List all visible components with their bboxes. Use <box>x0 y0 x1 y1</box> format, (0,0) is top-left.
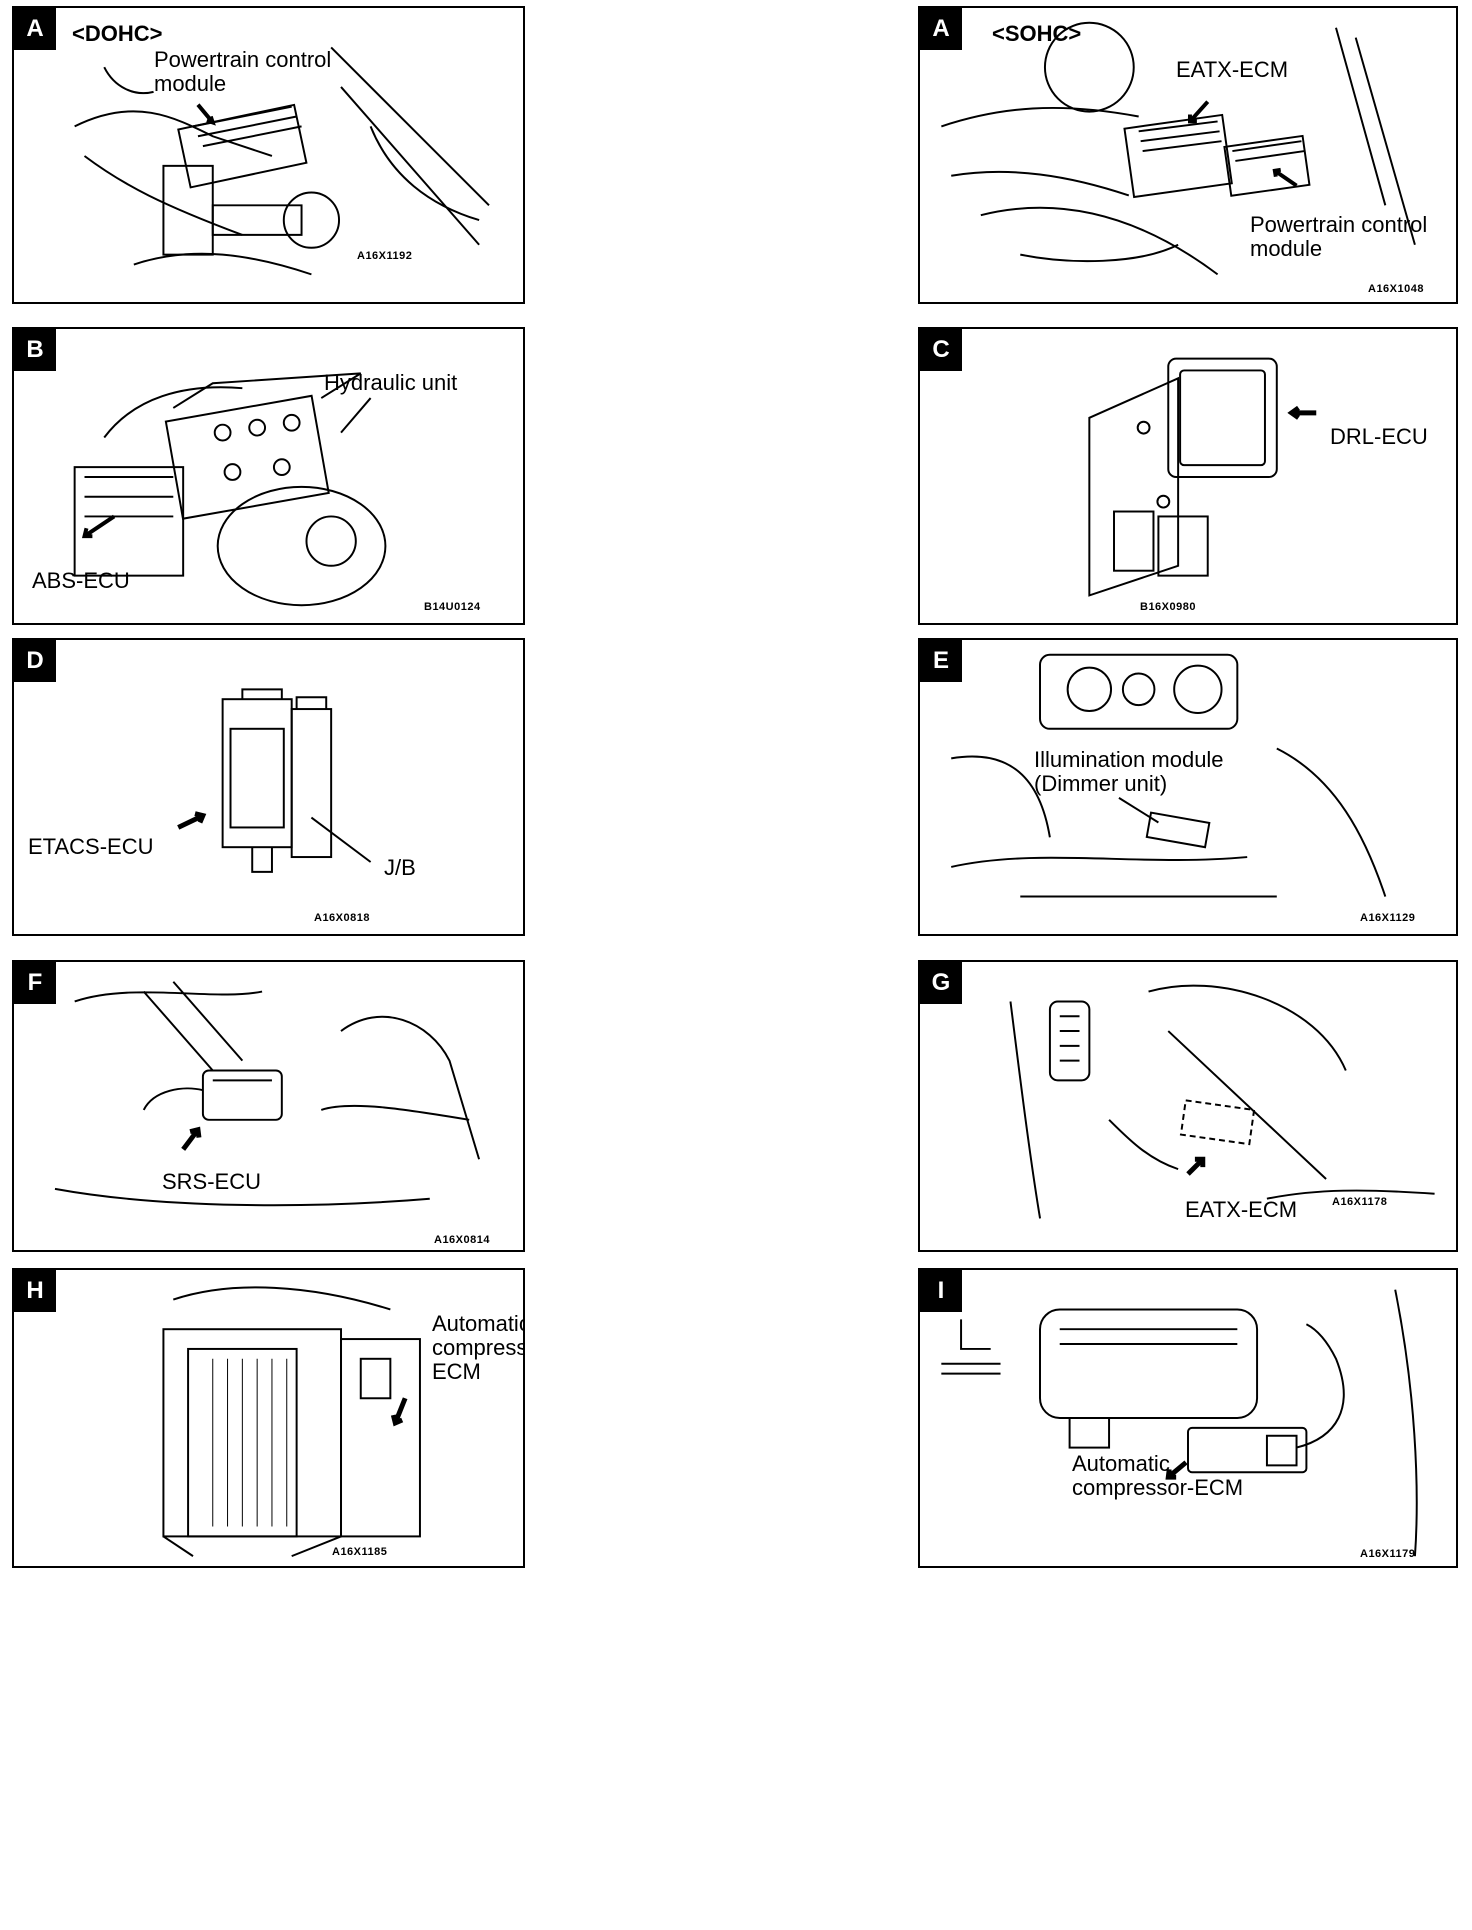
panel-g: G EATX-ECM A16X1178 <box>918 960 1458 1252</box>
panel-letter: F <box>14 962 56 1004</box>
engine-bay-illustration <box>74 46 490 276</box>
figure-code: A16X1185 <box>332 1546 388 1558</box>
component-label: Automatic compressor- ECM <box>432 1311 525 1384</box>
panel-letter: A <box>920 8 962 50</box>
component-label: ETACS-ECU <box>28 834 154 859</box>
panel-h: H Automatic compressor- ECM A16X1185 <box>12 1268 525 1568</box>
figure-code: A16X1192 <box>357 250 413 262</box>
etacs-ecu-illustration <box>177 688 372 873</box>
srs-ecu-illustration <box>54 981 481 1207</box>
hydraulic-unit-label: Hydraulic unit <box>324 370 458 395</box>
panel-letter: A <box>14 8 56 50</box>
figure-code: A16X1048 <box>1368 283 1424 295</box>
component-label: Powertrain control module <box>1250 212 1428 261</box>
component-label: SRS-ECU <box>162 1169 262 1194</box>
panel-letter: G <box>920 962 962 1004</box>
variant-label: <SOHC> <box>992 21 1082 46</box>
figure-code: B14U0124 <box>424 601 481 613</box>
panel-c: C DRL-ECU B16X0980 <box>918 327 1458 625</box>
engine-bay-illustration <box>941 21 1416 276</box>
component-label: Powertrain control module <box>154 47 332 96</box>
component-label: Automatic compressor-ECM <box>1072 1451 1244 1500</box>
panel-a-dohc: A <DOHC> Powertrain control module A16X1… <box>12 6 525 304</box>
illumination-module-illustration <box>951 653 1387 898</box>
drl-ecu-illustration <box>1088 357 1317 597</box>
panel-letter: B <box>14 329 56 371</box>
panel-e: E Illumination module (Dimmer unit) A16X… <box>918 638 1458 936</box>
figure-code: A16X0818 <box>314 912 370 924</box>
panel-letter: D <box>14 640 56 682</box>
variant-label: <DOHC> <box>72 21 163 46</box>
figure-code: A16X1179 <box>1360 1548 1416 1560</box>
component-label: DRL-ECU <box>1330 424 1428 449</box>
panel-b: B Hydraulic unit ABS-ECU B14U0124 <box>12 327 525 625</box>
component-label: ABS-ECU <box>32 568 130 593</box>
panel-d: D ETACS-ECU J/B A16X0818 <box>12 638 525 936</box>
automatic-compressor-ecm-illustration <box>941 1289 1418 1557</box>
eatx-ecm-illustration <box>1009 984 1435 1219</box>
junction-block-label: J/B <box>384 855 416 880</box>
eatx-ecm-label: EATX-ECM <box>1176 57 1289 82</box>
panel-i: I Automatic compressor-ECM A16X1179 <box>918 1268 1458 1568</box>
panel-letter: H <box>14 1270 56 1312</box>
component-label: Illumination module (Dimmer unit) <box>1034 747 1224 796</box>
panel-letter: C <box>920 329 962 371</box>
figure-code: B16X0980 <box>1140 601 1196 613</box>
panel-letter: I <box>920 1270 962 1312</box>
abs-hydraulic-unit-illustration <box>73 372 387 607</box>
panel-a-sohc: A <SOHC> EATX-ECM Powertrain control mod… <box>918 6 1458 304</box>
figure-code: A16X1129 <box>1360 912 1416 924</box>
panel-f: F SRS-ECU A16X0814 <box>12 960 525 1252</box>
figure-code: A16X1178 <box>1332 1196 1388 1208</box>
figure-code: A16X0814 <box>434 1234 490 1246</box>
component-label: EATX-ECM <box>1185 1197 1298 1222</box>
automatic-compressor-ecm-illustration <box>162 1286 421 1558</box>
panel-letter: E <box>920 640 962 682</box>
